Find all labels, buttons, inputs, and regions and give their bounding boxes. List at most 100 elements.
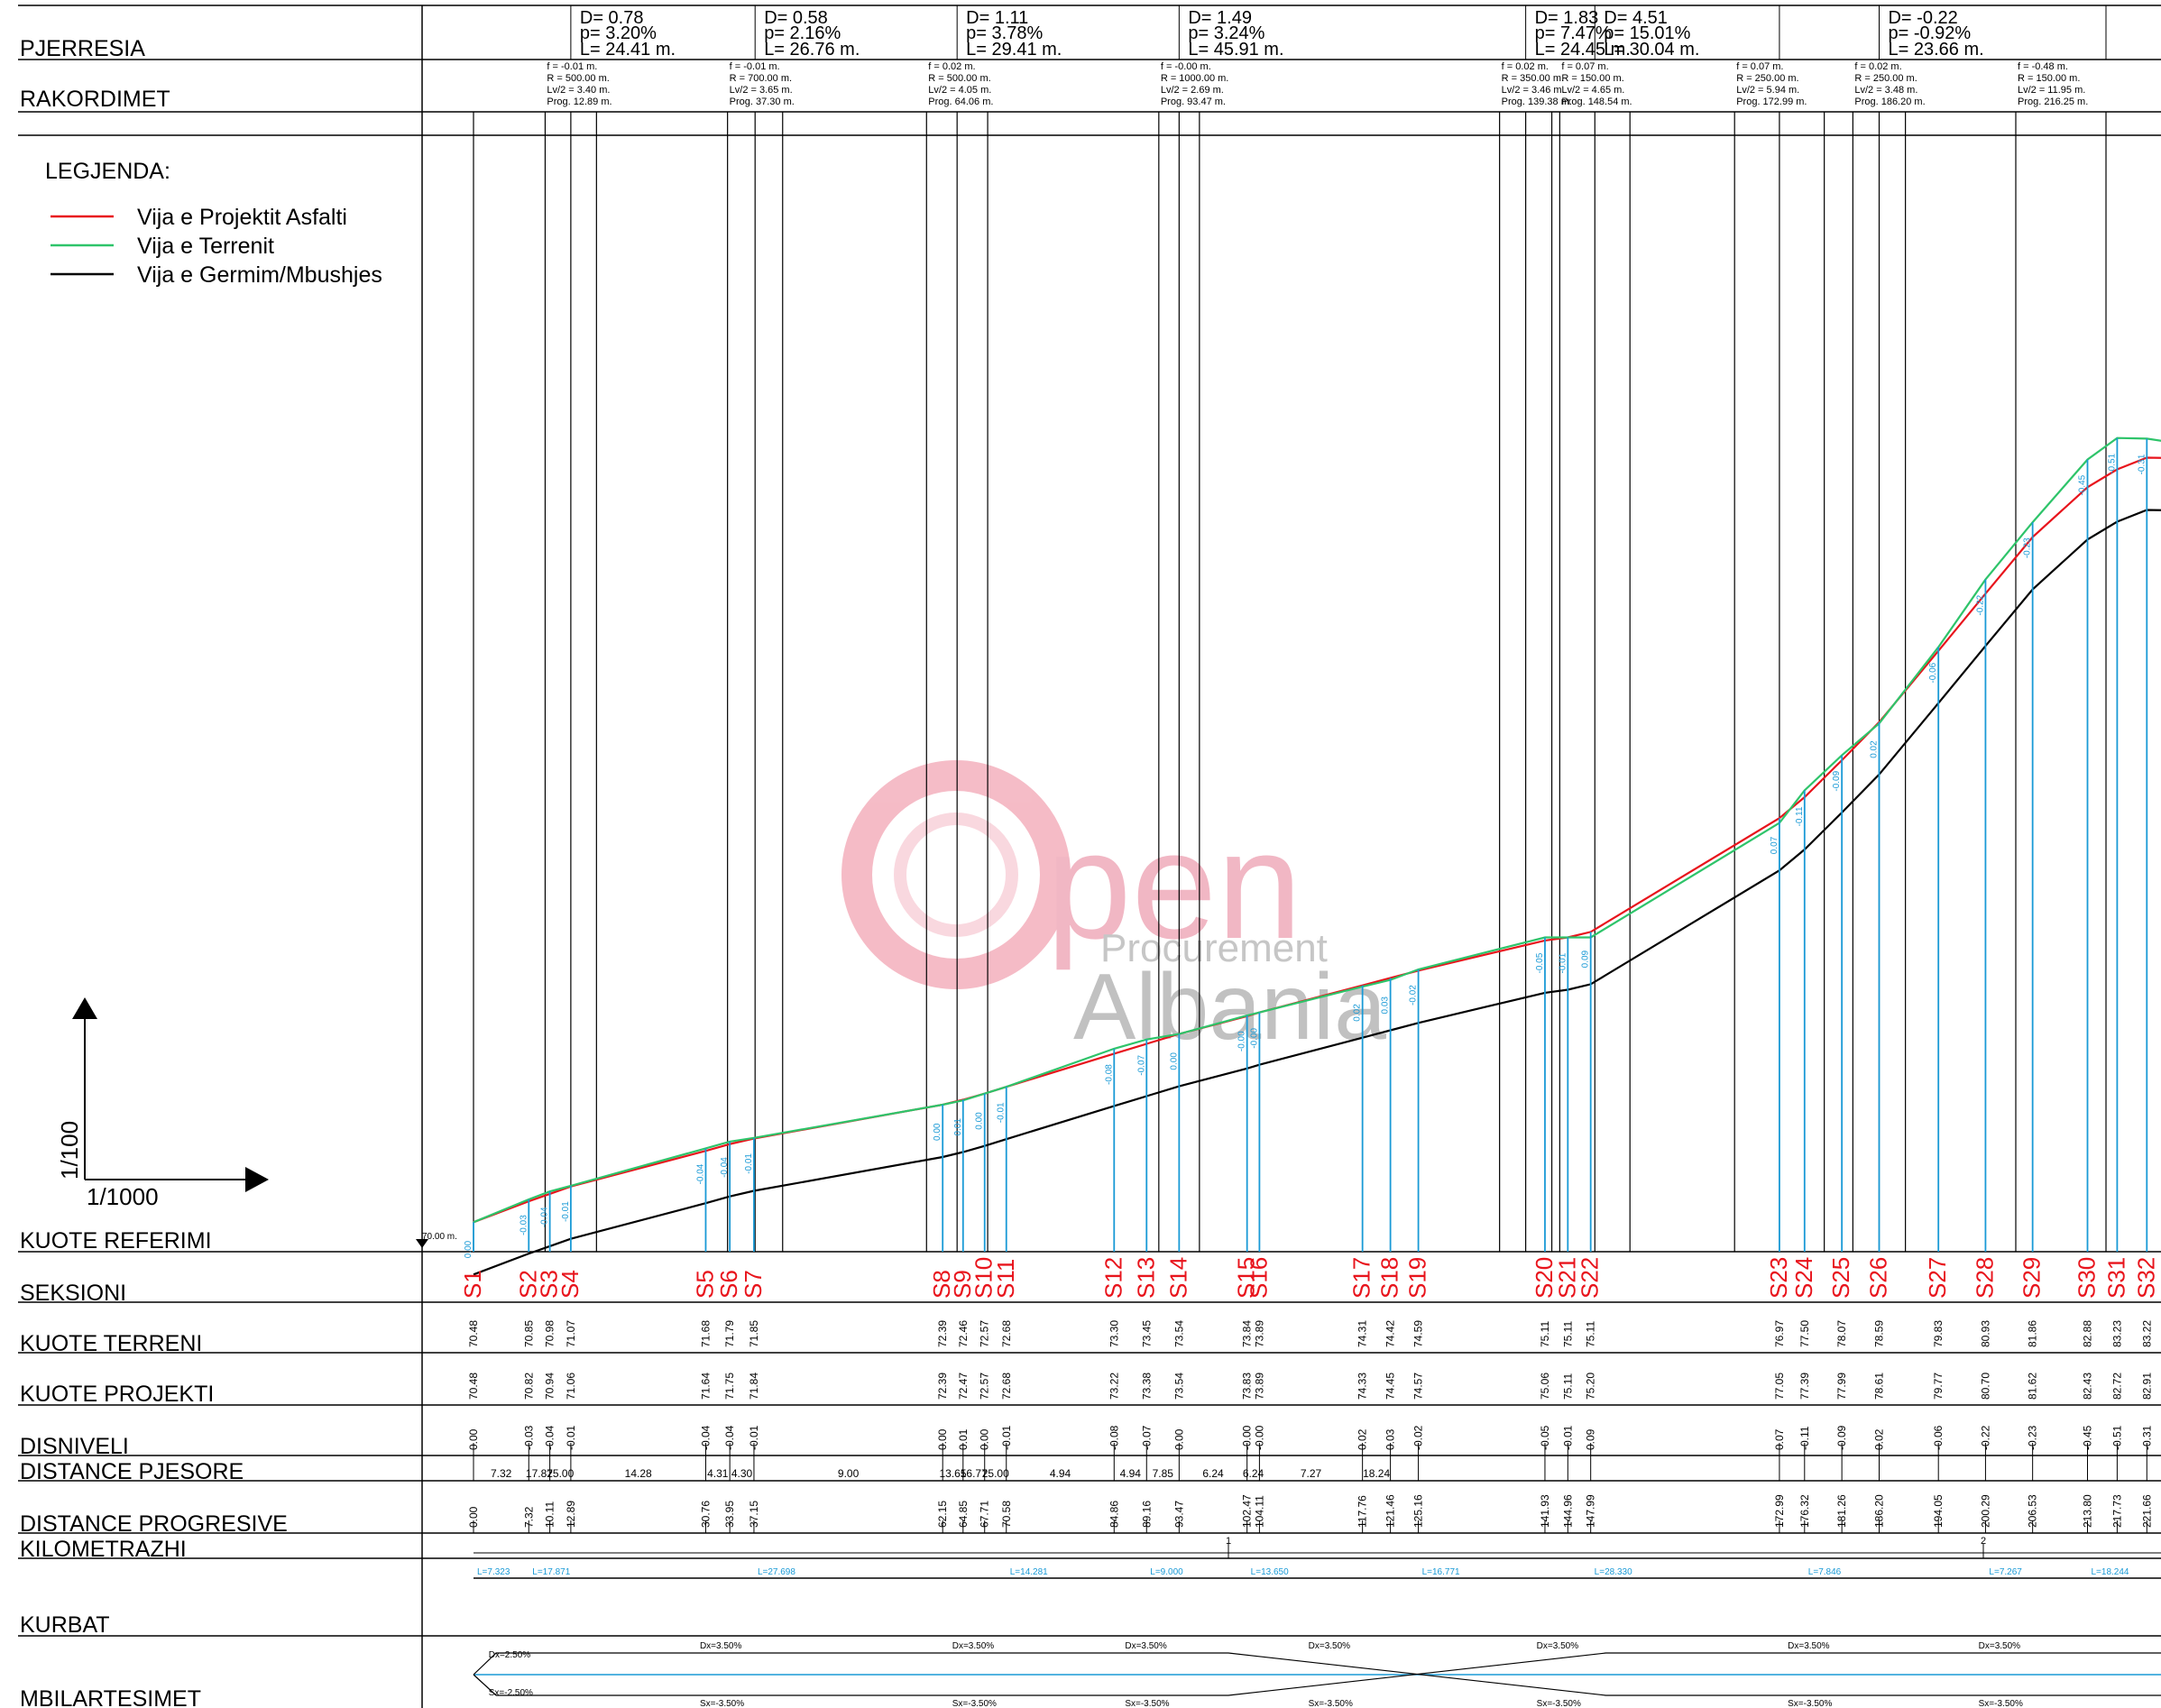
progressive-distance: 67.71	[979, 1501, 991, 1528]
grade-d: D= 1.11	[966, 8, 1028, 28]
project-elevation: 74.33	[1356, 1373, 1369, 1400]
terrain-elevation: 72.68	[1000, 1320, 1013, 1347]
project-elevation: 74.57	[1412, 1373, 1425, 1400]
project-elevation: 73.38	[1140, 1373, 1153, 1400]
project-line	[473, 456, 2161, 1224]
section-disnivel-label: -0.01	[997, 1102, 1007, 1123]
grade-l: L= 26.76 m.	[764, 40, 860, 60]
grade-d: D= 1.49	[1188, 8, 1252, 28]
curve-length: L=7.267	[1989, 1567, 2022, 1577]
watermark-logo: pen Procurement Albania	[841, 760, 1386, 1060]
section-disnivel-label: -0.51	[2107, 453, 2117, 473]
section-name: S20	[1531, 1257, 1558, 1299]
project-elevation: 70.48	[467, 1373, 480, 1400]
scale-vertical: 1/100	[56, 1121, 83, 1180]
partial-distance: 7.27	[1301, 1467, 1322, 1480]
vertical-curve-r: R = 1000.00 m.	[1161, 73, 1229, 84]
section-name: S32	[2132, 1257, 2159, 1299]
superelevation-right	[473, 1652, 2161, 1696]
partial-distance: 7.85	[1153, 1467, 1174, 1480]
terrain-elevation: 80.93	[1979, 1320, 1991, 1347]
disnivel-value: -0.45	[2082, 1425, 2094, 1450]
grade-l: L= 23.66 m.	[1888, 40, 1983, 60]
section-name: S10	[970, 1257, 998, 1299]
project-elevation: 77.99	[1835, 1373, 1848, 1400]
section-disnivel-label: 0.03	[1381, 996, 1391, 1015]
progressive-distance: 64.85	[957, 1501, 970, 1528]
curve-length: L=14.281	[1010, 1567, 1048, 1577]
terrain-elevation: 71.79	[723, 1320, 736, 1347]
progressive-distance: 217.73	[2110, 1494, 2123, 1528]
data-bands: S170.4870.480.000.00S270.8570.82-0.037.3…	[459, 1257, 2161, 1558]
progressive-distance: 194.05	[1932, 1494, 1945, 1528]
disnivel-value: 0.02	[1356, 1428, 1369, 1450]
disnivel-value: -0.01	[1561, 1425, 1574, 1450]
disnivel-value: -0.31	[2140, 1425, 2153, 1450]
grade-l: L= 45.91 m.	[1188, 40, 1283, 60]
progressive-distance: 141.93	[1539, 1494, 1551, 1528]
grade-d: D= 0.78	[580, 8, 644, 28]
partial-distance: 25.00	[547, 1467, 574, 1480]
section-disnivel-label: 0.09	[1581, 950, 1591, 968]
disnivel-value: -0.08	[1108, 1425, 1120, 1450]
grade-l: L= 24.41 m.	[580, 40, 676, 60]
project-elevation: 79.77	[1932, 1373, 1945, 1400]
watermark-procurement: Procurement	[1100, 926, 1328, 970]
row-title-pjerresia: PJERRESIA	[20, 36, 145, 61]
partial-distance: 14.28	[625, 1467, 652, 1480]
partial-distance: 25.00	[982, 1467, 1009, 1480]
section-name: S5	[691, 1270, 718, 1299]
progressive-distance: 213.80	[2082, 1494, 2094, 1528]
project-elevation: 71.84	[748, 1373, 760, 1400]
section-disnivel-label: -0.09	[1832, 770, 1842, 791]
disnivel-value: -0.04	[544, 1425, 556, 1450]
section-name: S30	[2074, 1257, 2101, 1299]
terrain-elevation: 74.59	[1412, 1320, 1425, 1347]
section-disnivel-label: -0.11	[1795, 806, 1805, 826]
section-disnivel-label: -0.04	[695, 1163, 705, 1184]
reference-level: 70.00 m.	[422, 1232, 457, 1242]
disnivel-value: -0.51	[2110, 1425, 2123, 1450]
disnivel-value: -0.00	[1253, 1425, 1265, 1450]
project-elevation: 81.62	[2027, 1373, 2039, 1400]
progressive-distance: 144.96	[1561, 1494, 1574, 1528]
disnivel-value: 0.07	[1773, 1428, 1786, 1450]
curve-length: L=9.000	[1150, 1567, 1183, 1577]
terrain-elevation: 73.89	[1253, 1320, 1265, 1347]
curve-length: L=18.244	[2092, 1567, 2129, 1577]
row-title-rakordimet: RAKORDIMET	[20, 87, 170, 112]
section-name: S23	[1765, 1257, 1792, 1299]
legend-label-terrain: Vija e Terrenit	[137, 234, 274, 259]
project-elevation: 78.61	[1872, 1373, 1885, 1400]
section-disnivel-label: -0.31	[2137, 454, 2147, 474]
partial-distance: 6.24	[1243, 1467, 1264, 1480]
section-name: S1	[459, 1270, 486, 1299]
progressive-distance: 84.86	[1108, 1501, 1120, 1528]
terrain-elevation: 79.83	[1932, 1320, 1945, 1347]
section-name: S18	[1376, 1257, 1403, 1299]
project-elevation: 82.43	[2082, 1373, 2094, 1400]
legend-title: LEGJENDA:	[45, 159, 170, 184]
vertical-curve-f: f = 0.02 m.	[928, 61, 975, 72]
row-title-seksioni: SEKSIONI	[20, 1281, 126, 1306]
disnivel-value: 0.03	[1384, 1428, 1397, 1450]
terrain-elevation: 70.98	[544, 1320, 556, 1347]
partial-distance: 4.31	[707, 1467, 729, 1480]
section-disnivel-label: 0.02	[1869, 740, 1879, 758]
disnivel-value: -0.01	[748, 1425, 760, 1450]
vertical-curve-f: f = 0.07 m.	[1736, 61, 1783, 72]
section-disnivel-label: -0.01	[561, 1201, 571, 1222]
progressive-distance: 117.76	[1356, 1495, 1369, 1528]
section-disnivel-label: -0.00	[1249, 1027, 1259, 1048]
project-elevation: 72.47	[957, 1373, 970, 1400]
superelevation-dx: Dx=3.50%	[1125, 1641, 1167, 1651]
superelevation-sx: Sx=-3.50%	[1537, 1699, 1581, 1708]
progressive-distance: 93.47	[1172, 1501, 1185, 1528]
section-name: S12	[1099, 1257, 1126, 1299]
legend-label-project: Vija e Projektit Asfalti	[137, 205, 347, 230]
row-title-distance-pjesore: DISTANCE PJESORE	[20, 1459, 244, 1484]
vertical-curve-f: f = -0.01 m.	[730, 61, 780, 72]
vertical-curve-r: R = 250.00 m.	[1736, 73, 1798, 84]
vertical-curve-prog: Prog. 12.89 m.	[547, 96, 612, 107]
progressive-distance: 200.29	[1979, 1494, 1991, 1528]
